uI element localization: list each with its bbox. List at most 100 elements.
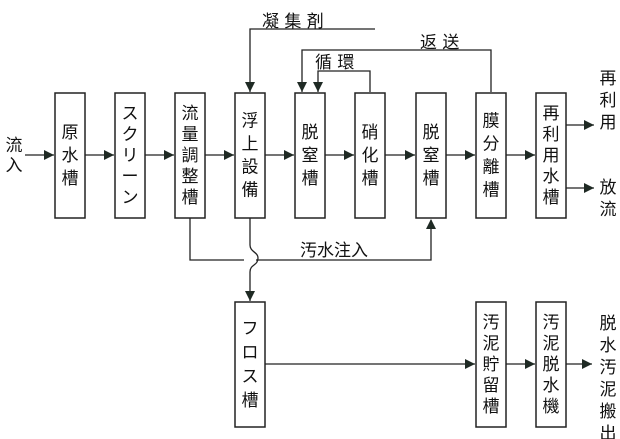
inflow-text: 流入 <box>6 136 23 176</box>
svg-text:浮: 浮 <box>242 112 259 132</box>
return-line <box>301 49 492 92</box>
arrowhead-right-icon <box>582 359 592 369</box>
svg-text:槽: 槽 <box>543 188 560 208</box>
svg-text:離: 離 <box>483 158 500 178</box>
arrowhead-up-icon <box>426 219 436 229</box>
svg-text:槽: 槽 <box>483 181 500 201</box>
svg-text:泥: 泥 <box>483 334 500 354</box>
sludge-storage-tank-box <box>475 301 507 428</box>
svg-text:量: 量 <box>182 125 199 145</box>
raw-water-tank-box <box>54 92 86 219</box>
inflow-label: 流入 <box>6 136 23 176</box>
coagulant-label: 凝 集 剤 <box>262 12 324 32</box>
svg-text:ー: ー <box>122 167 139 187</box>
svg-text:放: 放 <box>600 178 617 198</box>
svg-text:槽: 槽 <box>483 397 500 417</box>
arrowhead-right-icon <box>584 120 594 130</box>
svg-text:水: 水 <box>600 336 617 356</box>
svg-text:槽: 槽 <box>62 169 79 189</box>
svg-text:硝: 硝 <box>362 123 379 143</box>
denitrification-tank-2-box <box>415 92 447 219</box>
svg-text:水: 水 <box>543 376 560 396</box>
froth-tank-box <box>234 301 266 428</box>
svg-text:フ: フ <box>242 319 259 339</box>
svg-text:汚: 汚 <box>600 358 617 378</box>
screen-box <box>114 92 146 219</box>
svg-text:分: 分 <box>483 135 500 155</box>
nitrification-tank: 硝化槽 <box>354 92 386 219</box>
svg-text:ス: ス <box>242 367 259 387</box>
svg-text:留: 留 <box>483 376 500 396</box>
svg-text:ク: ク <box>122 125 139 145</box>
arrowhead-down-icon <box>313 82 323 92</box>
svg-text:再: 再 <box>600 69 617 89</box>
arrowhead-right-icon <box>465 359 475 369</box>
arrowhead-right-icon <box>224 150 234 160</box>
svg-text:用: 用 <box>600 113 617 133</box>
svg-text:槽: 槽 <box>423 169 440 189</box>
svg-text:窒: 窒 <box>302 146 319 166</box>
arrowhead-right-icon <box>465 150 475 160</box>
svg-text:備: 備 <box>242 181 259 201</box>
return-label: 返 送 <box>420 33 459 53</box>
svg-text:化: 化 <box>362 146 379 166</box>
arrowhead-down-icon <box>297 82 307 92</box>
arrowhead-down-icon <box>245 291 255 301</box>
svg-text:原: 原 <box>62 123 79 143</box>
arrowhead-down-icon <box>245 82 255 92</box>
svg-text:出: 出 <box>600 424 617 439</box>
discharge-output-label: 放流 <box>600 178 617 220</box>
coagulant-line <box>249 28 375 92</box>
discharge-text: 放流 <box>600 178 617 220</box>
svg-text:利: 利 <box>543 125 560 145</box>
sewage-injection-line <box>189 218 244 261</box>
svg-text:泥: 泥 <box>600 380 617 400</box>
froth-line <box>249 218 259 301</box>
raw-water-tank: 原水槽 <box>54 92 86 219</box>
svg-text:槽: 槽 <box>362 169 379 189</box>
denitrification-tank-2: 脱窒槽 <box>415 92 447 219</box>
sewage-injection-label: 汚水注入 <box>300 241 368 261</box>
arrowhead-right-icon <box>525 150 535 160</box>
svg-text:脱: 脱 <box>423 123 440 143</box>
membrane-separation-tank-box <box>475 92 507 219</box>
arrowhead-right-icon <box>284 150 294 160</box>
svg-text:用: 用 <box>543 146 560 166</box>
arrowhead-right-icon <box>44 150 54 160</box>
denitrification-tank-1-box <box>294 92 326 219</box>
reuse-water-tank-box <box>535 92 567 219</box>
denitrification-tank-2-label: 脱窒槽 <box>423 123 440 189</box>
svg-text:ン: ン <box>122 188 139 208</box>
reuse-text: 再利用 <box>600 69 617 133</box>
svg-text:水: 水 <box>543 167 560 187</box>
svg-text:汚: 汚 <box>543 313 560 333</box>
nitrification-tank-box <box>354 92 386 219</box>
svg-text:入: 入 <box>6 156 23 176</box>
svg-text:利: 利 <box>600 91 617 111</box>
svg-text:ロ: ロ <box>242 343 259 363</box>
svg-text:流: 流 <box>600 200 617 220</box>
raw-water-tank-label: 原水槽 <box>62 123 79 189</box>
denitrification-tank-1: 脱窒槽 <box>294 92 326 219</box>
svg-text:流: 流 <box>6 136 23 156</box>
circulation-label: 循 環 <box>315 53 354 73</box>
svg-text:整: 整 <box>182 167 199 187</box>
sewage-injection-line <box>256 220 432 261</box>
arrowhead-right-icon <box>525 359 535 369</box>
arrowhead-right-icon <box>584 183 594 193</box>
denitrification-tank-1-label: 脱窒槽 <box>302 123 319 189</box>
